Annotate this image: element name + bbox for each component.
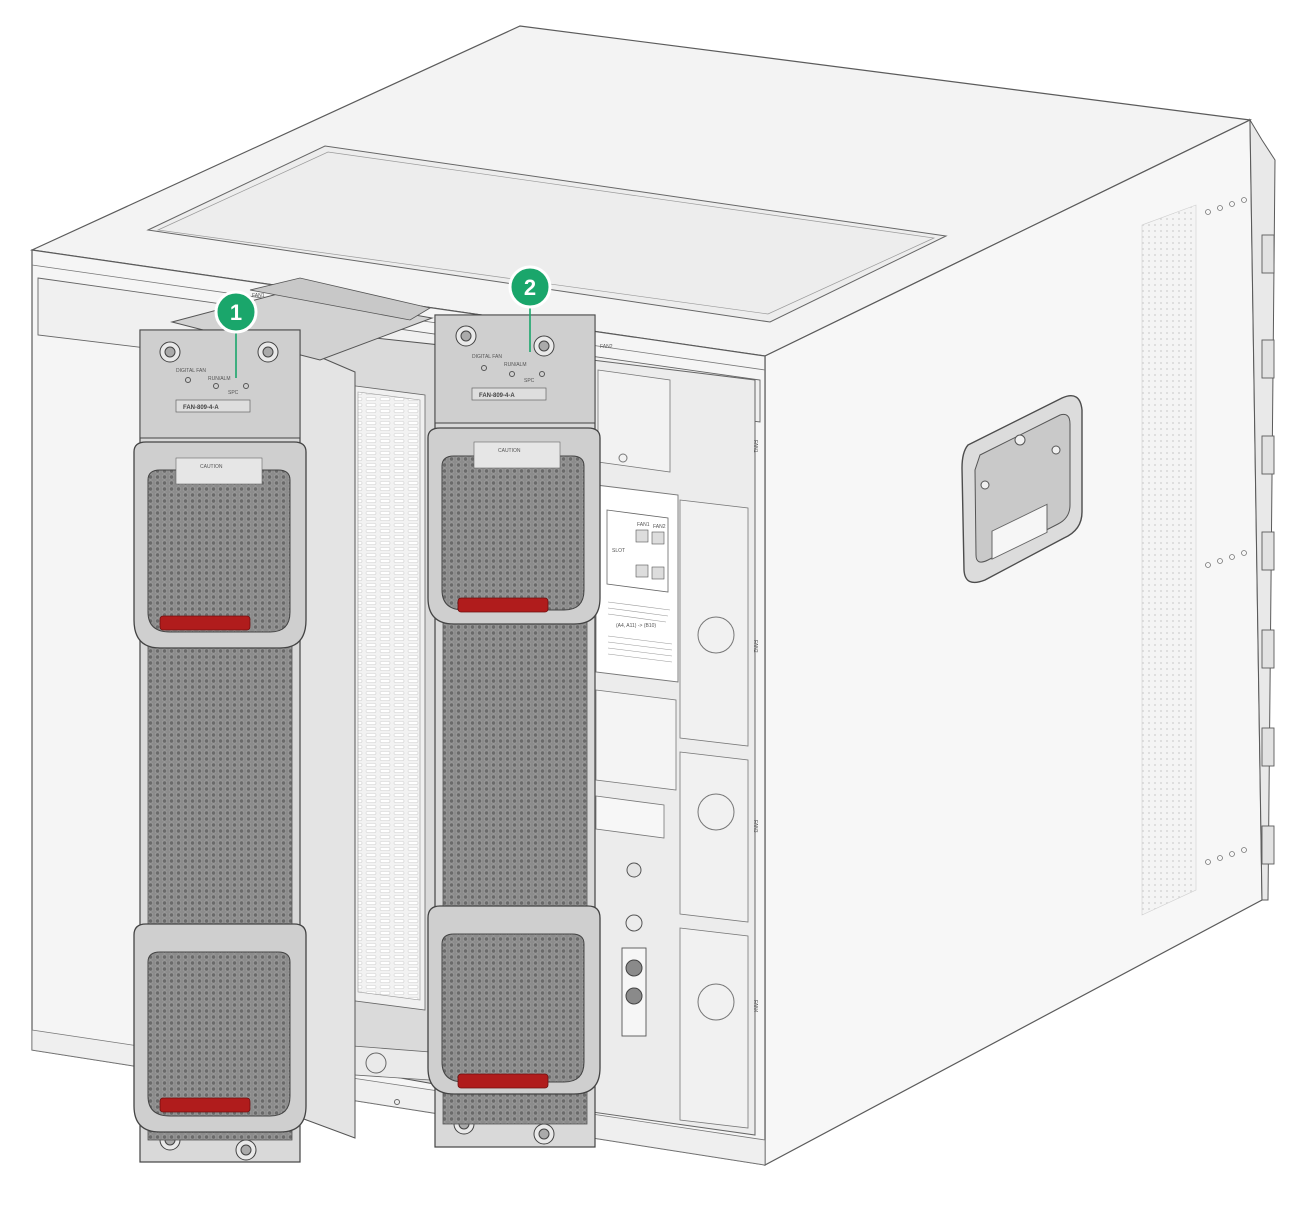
fan-tray-2-lower-handle[interactable] <box>427 905 601 1095</box>
vertical-label-fan4: FAN4 <box>752 1000 758 1013</box>
side-vent <box>1141 204 1197 916</box>
fan-tray-2-run-led <box>509 371 515 377</box>
backplane-grille <box>357 391 421 1001</box>
fan-tray-2-upper-handle-red-grip[interactable] <box>457 597 549 613</box>
fabric-order-text: (A4, A11) -> (B10) <box>616 623 656 629</box>
fan-tray-2-caution-label: CAUTION <box>498 448 521 454</box>
fan-tray-1-run-led <box>213 383 219 389</box>
fan-tray-1-led-run-label: RUN/ALM <box>208 376 231 382</box>
slot-map-slot-label: SLOT <box>612 548 625 554</box>
fan-tray-2-model-label: FAN-809-4-A <box>479 393 515 399</box>
fan-tray-1[interactable]: FAN-809-4-A DIGITAL FAN RUN/ALM SPC CAUT… <box>133 277 434 1163</box>
slot-label-fan2: FAN2 <box>600 344 613 350</box>
fan-tray-1-lower-handle-red-grip[interactable] <box>159 1097 251 1113</box>
vertical-label-fan1: FAN1 <box>752 440 758 453</box>
callout-1: 1 <box>214 290 258 378</box>
fan-tray-1-status-led <box>185 377 191 383</box>
vertical-label-fan3: FAN3 <box>752 820 758 833</box>
fan-tray-1-upper-handle[interactable]: CAUTION <box>133 441 307 649</box>
fan-tray-2-led-status-label: DIGITAL FAN <box>472 354 502 360</box>
fan-tray-2-captive-screw-top-left[interactable] <box>455 325 477 347</box>
fan-tray-2-captive-screw-top-right[interactable] <box>533 335 555 357</box>
fan-tray-2[interactable]: FAN-809-4-A DIGITAL FAN RUN/ALM SPC CAUT… <box>427 314 601 1148</box>
fan-tray-2-upper-handle[interactable]: CAUTION <box>427 427 601 625</box>
fan-tray-2-led-run-label: RUN/ALM <box>504 362 527 368</box>
callout-2-number: 2 <box>524 275 536 300</box>
fan-tray-2-led-spc-label: SPC <box>524 378 535 384</box>
fan-tray-1-caution-label: CAUTION <box>200 464 223 470</box>
fan-tray-1-led-status-label: DIGITAL FAN <box>176 368 206 374</box>
fan-tray-2-lower-handle-red-grip[interactable] <box>457 1073 549 1089</box>
fan-tray-1-captive-screw-bottom-right[interactable] <box>235 1139 257 1161</box>
fan-tray-1-upper-handle-red-grip[interactable] <box>159 615 251 631</box>
fan-tray-1-model-label: FAN-809-4-A <box>183 405 219 411</box>
callout-1-number: 1 <box>230 300 242 325</box>
slot-label-fan1: FAN1 <box>252 293 265 299</box>
fan-tray-2-status-led <box>481 365 487 371</box>
callout-2: 2 <box>508 265 552 352</box>
vertical-label-fan2: FAN2 <box>752 640 758 653</box>
fan-tray-1-captive-screw-top-right[interactable] <box>257 341 279 363</box>
slot-map-fan2-label: FAN2 <box>653 524 666 530</box>
top-cover-plate <box>146 145 948 323</box>
fan-tray-2-captive-screw-bottom-right[interactable] <box>533 1123 555 1145</box>
fan-tray-1-lower-handle[interactable] <box>133 923 307 1133</box>
slot-map: SLOT FAN1 FAN2 <box>606 509 669 593</box>
slot-map-fan1-label: FAN1 <box>637 522 650 528</box>
fan-tray-1-captive-screw-top-left[interactable] <box>159 341 181 363</box>
fan-tray-1-led-spc-label: SPC <box>228 390 239 396</box>
